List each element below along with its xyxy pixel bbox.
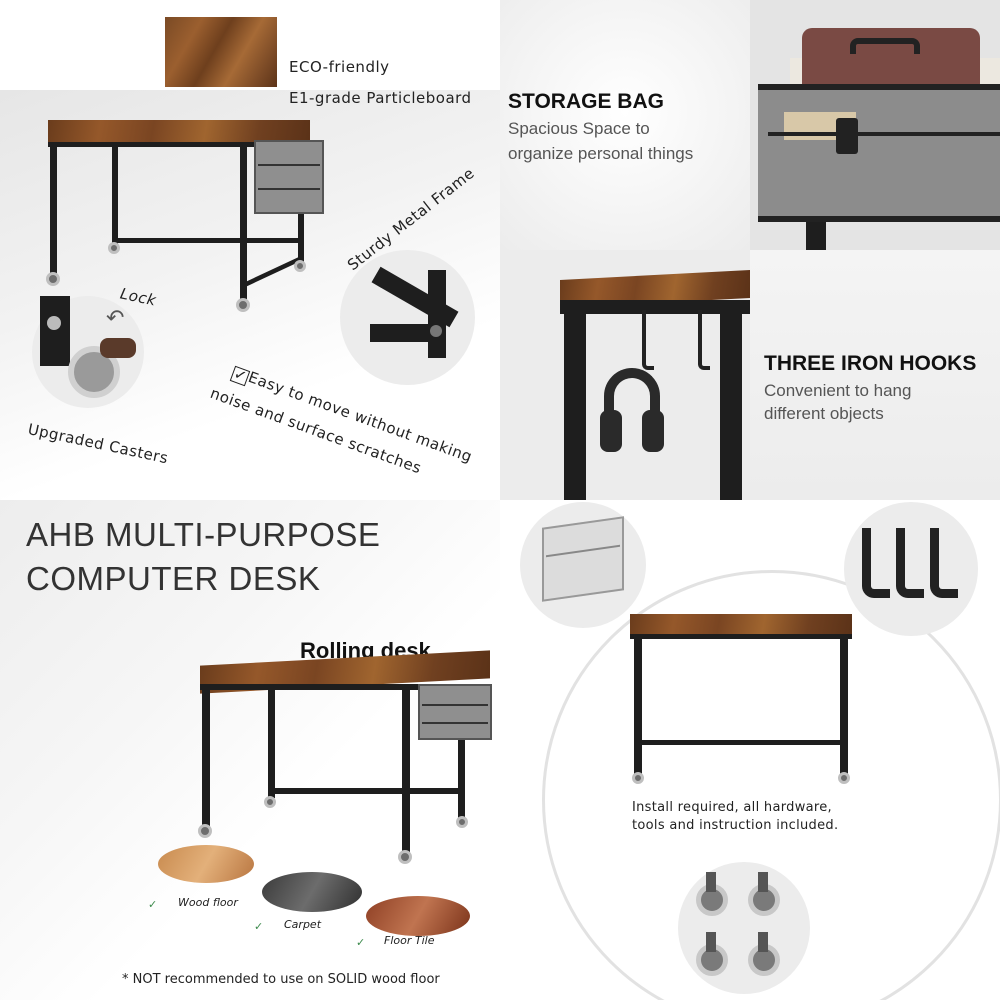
panel-hooks-photo [500, 250, 750, 500]
panel-materials: ECO-friendly E1-grade Particleboard Lock… [0, 0, 500, 500]
desk-illustration [40, 120, 330, 320]
casters-circle [678, 862, 810, 994]
floor-tile-sample [366, 896, 470, 936]
hooks-subtitle-2: different objects [764, 404, 884, 423]
storage-bag [758, 84, 1000, 222]
storage-subtitle-2: organize personal things [508, 144, 694, 163]
panel-storage-text: STORAGE BAG Spacious Space to organize p… [500, 0, 750, 250]
hooks-circle [844, 502, 978, 636]
rolling-desk-illustration [196, 650, 496, 866]
floor-warning-note: * NOT recommended to use on SOLID wood f… [122, 972, 440, 987]
front-desk-illustration [630, 612, 852, 788]
lock-arrow-icon: ↶ [106, 306, 125, 331]
storage-subtitle-1: Spacious Space to [508, 119, 650, 138]
wood-floor-ok-icon: ✓ [148, 898, 158, 911]
wood-floor-label: Wood floor [178, 896, 238, 909]
particleboard-label: E1-grade Particleboard [289, 89, 472, 107]
hooks-subtitle-1: Convenient to hang [764, 381, 912, 400]
carpet-ok-icon: ✓ [254, 920, 264, 933]
frame-closeup [340, 250, 475, 385]
floor-tile-ok-icon: ✓ [356, 936, 366, 949]
install-line-1: Install required, all hardware, [632, 800, 832, 815]
carpet-label: Carpet [284, 918, 322, 931]
product-title-line-1: AHB MULTI-PURPOSE [26, 516, 381, 553]
panel-storage-photo [750, 0, 1000, 250]
wood-swatch [165, 17, 277, 87]
wood-floor-sample [158, 845, 254, 883]
panel-contents: Install required, all hardware, tools an… [500, 500, 1000, 1000]
panel-hooks-text: THREE IRON HOOKS Convenient to hang diff… [750, 250, 1000, 500]
floor-tile-label: Floor Tile [384, 934, 435, 947]
hooks-title: THREE IRON HOOKS [764, 352, 977, 375]
bag-circle [520, 502, 646, 628]
panel-product: AHB MULTI-PURPOSE COMPUTER DESK Rolling … [0, 500, 500, 1000]
headphones-icon [604, 368, 660, 428]
eco-label: ECO-friendly [289, 58, 390, 76]
install-line-2: tools and instruction included. [632, 818, 839, 833]
carpet-sample [262, 872, 362, 912]
product-title-line-2: COMPUTER DESK [26, 560, 321, 597]
storage-title: STORAGE BAG [508, 90, 664, 113]
caster-closeup [32, 296, 144, 408]
